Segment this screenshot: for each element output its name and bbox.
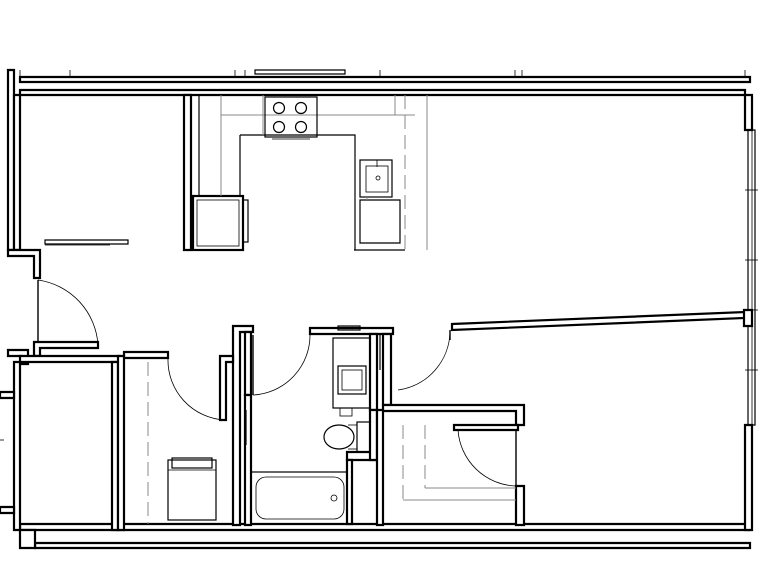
- washer-dryer: [167, 457, 217, 521]
- closet-shelf-left: [44, 239, 129, 245]
- entry-area: [0, 239, 129, 550]
- exterior-walls: [6, 68, 758, 550]
- bottom-wall: [18, 522, 752, 532]
- closet-wall-top: [381, 403, 526, 427]
- entry-wall-top: [6, 248, 42, 280]
- bath-wall-top: [308, 326, 395, 336]
- toilet: [323, 421, 372, 453]
- top-wall-inner: [18, 88, 747, 97]
- laundry-door-swing: [167, 357, 226, 421]
- bath-door-swing: [252, 333, 311, 396]
- refrigerator: [191, 194, 249, 252]
- bath-wall-left: [231, 324, 255, 527]
- bathroom: [231, 324, 395, 527]
- bedroom-slanted-wall: [450, 310, 747, 332]
- closet-door-swing: [457, 429, 517, 487]
- laundry-closet: [116, 350, 235, 532]
- right-wall: [743, 93, 754, 132]
- cooktop: [264, 96, 318, 140]
- neighbor-unit-walls: [12, 360, 22, 532]
- closet: [375, 403, 526, 527]
- bath-wall-right: [368, 332, 379, 412]
- kitchen-sink: [359, 159, 393, 198]
- closet-wall-left: [375, 408, 385, 527]
- entry-wall-bottom: [32, 340, 100, 358]
- top-window: [254, 69, 346, 75]
- bedroom-walls: [397, 308, 754, 391]
- laundry-wall-left: [116, 354, 126, 532]
- laundry-wall-top: [122, 350, 170, 360]
- kitchen-partition: [182, 93, 193, 252]
- bath-vanity: [332, 337, 371, 417]
- counter-back: [240, 134, 356, 251]
- bathtub: [250, 471, 350, 525]
- entry-door-swing: [37, 279, 99, 346]
- right-window: [747, 129, 756, 426]
- bedroom-door-swing: [397, 331, 451, 391]
- top-wall: [18, 75, 752, 84]
- kitchen: [182, 93, 428, 252]
